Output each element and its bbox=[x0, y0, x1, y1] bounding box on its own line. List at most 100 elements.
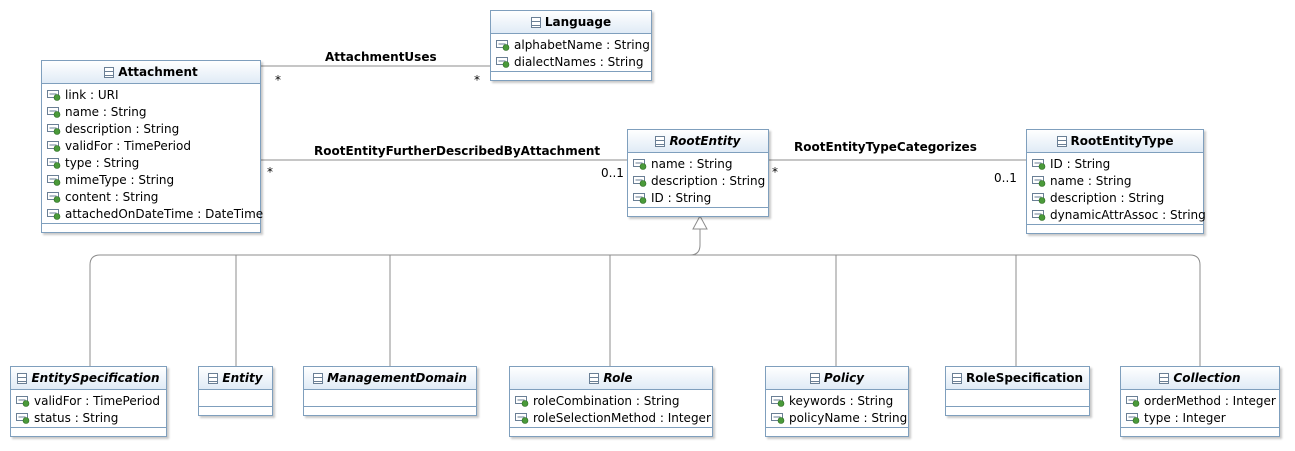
attribute-row[interactable]: attachedOnDateTime : DateTime bbox=[47, 205, 264, 222]
class-role-specification[interactable]: RoleSpecification bbox=[945, 366, 1090, 416]
class-name: RootEntity bbox=[669, 134, 741, 148]
attribute-icon bbox=[16, 412, 30, 424]
attribute-text: alphabetName : String bbox=[514, 37, 650, 52]
attribute-row[interactable]: dialectNames : String bbox=[496, 53, 651, 70]
attribute-icon bbox=[1126, 412, 1140, 424]
attribute-text: mimeType : String bbox=[65, 172, 175, 187]
operation-compartment bbox=[946, 407, 1089, 415]
attribute-row[interactable]: policyName : String bbox=[771, 409, 908, 426]
operation-compartment bbox=[510, 428, 712, 436]
attribute-row[interactable]: status : String bbox=[16, 409, 166, 426]
class-icon bbox=[17, 372, 28, 384]
attribute-text: roleCombination : String bbox=[533, 393, 680, 408]
class-header: RoleSpecification bbox=[946, 367, 1089, 390]
attribute-icon bbox=[1032, 209, 1046, 221]
attribute-row[interactable]: description : String bbox=[47, 120, 260, 137]
class-header: Collection bbox=[1121, 367, 1279, 390]
attribute-row[interactable]: mimeType : String bbox=[47, 171, 260, 188]
class-name: Language bbox=[544, 15, 612, 29]
class-language[interactable]: Language alphabetName : String dialectName… bbox=[490, 10, 652, 81]
class-header: ManagementDomain bbox=[304, 367, 476, 390]
class-name: Policy bbox=[823, 371, 865, 385]
attribute-icon bbox=[1126, 395, 1140, 407]
class-header: EntitySpecification bbox=[11, 367, 166, 390]
class-name: RootEntityType bbox=[1070, 134, 1174, 148]
attribute-text: attachedOnDateTime : DateTime bbox=[65, 206, 264, 221]
attribute-row[interactable]: content : String bbox=[47, 188, 260, 205]
attribute-text: roleSelectionMethod : Integer bbox=[533, 410, 711, 425]
attribute-row[interactable]: type : String bbox=[47, 154, 260, 171]
class-name: Entity bbox=[222, 371, 263, 385]
operation-compartment bbox=[491, 72, 651, 80]
attribute-icon bbox=[1032, 175, 1046, 187]
attribute-row[interactable]: roleSelectionMethod : Integer bbox=[515, 409, 712, 426]
attribute-compartment bbox=[304, 390, 476, 407]
attribute-row[interactable]: roleCombination : String bbox=[515, 392, 712, 409]
class-icon bbox=[1159, 372, 1170, 384]
class-name: Attachment bbox=[118, 65, 198, 79]
attribute-icon bbox=[771, 395, 785, 407]
class-name: Collection bbox=[1173, 371, 1241, 385]
attribute-text: dialectNames : String bbox=[514, 54, 644, 69]
class-entity[interactable]: Entity bbox=[198, 366, 273, 416]
attribute-icon bbox=[47, 89, 61, 101]
attribute-row[interactable]: ID : String bbox=[633, 189, 768, 206]
attribute-row[interactable]: name : String bbox=[47, 103, 260, 120]
attribute-text: description : String bbox=[65, 121, 180, 136]
attribute-row[interactable]: orderMethod : Integer bbox=[1126, 392, 1279, 409]
operation-compartment bbox=[11, 428, 166, 436]
attribute-row[interactable]: description : String bbox=[633, 172, 768, 189]
attribute-row[interactable]: validFor : TimePeriod bbox=[16, 392, 166, 409]
attribute-icon bbox=[47, 157, 61, 169]
class-icon bbox=[208, 372, 219, 384]
attribute-row[interactable]: type : Integer bbox=[1126, 409, 1279, 426]
attribute-row[interactable]: link : URI bbox=[47, 86, 260, 103]
operation-compartment bbox=[766, 428, 908, 436]
attribute-icon bbox=[771, 412, 785, 424]
attribute-text: validFor : TimePeriod bbox=[34, 393, 160, 408]
attribute-text: content : String bbox=[65, 189, 159, 204]
attribute-text: name : String bbox=[651, 156, 733, 171]
attribute-icon bbox=[1032, 192, 1046, 204]
attribute-text: ID : String bbox=[1050, 156, 1111, 171]
class-name: Role bbox=[603, 371, 633, 385]
attribute-row[interactable]: ID : String bbox=[1032, 155, 1203, 172]
operation-compartment bbox=[1027, 225, 1203, 233]
attribute-text: description : String bbox=[1050, 190, 1165, 205]
class-role[interactable]: Role roleCombination : String roleSelectio… bbox=[509, 366, 713, 437]
attribute-icon bbox=[16, 395, 30, 407]
attribute-row[interactable]: dynamicAttrAssoc : String bbox=[1032, 206, 1206, 223]
multiplicity-type-categorizes-target: 0..1 bbox=[994, 171, 1017, 185]
class-icon bbox=[655, 135, 666, 147]
attribute-text: name : String bbox=[65, 104, 147, 119]
class-header: RootEntity bbox=[628, 130, 768, 153]
attribute-row[interactable]: description : String bbox=[1032, 189, 1203, 206]
class-management-domain[interactable]: ManagementDomain bbox=[303, 366, 477, 416]
attribute-text: ID : String bbox=[651, 190, 712, 205]
class-header: Language bbox=[491, 11, 651, 34]
attribute-row[interactable]: validFor : TimePeriod bbox=[47, 137, 260, 154]
attribute-row[interactable]: alphabetName : String bbox=[496, 36, 651, 53]
class-icon bbox=[951, 372, 962, 384]
class-header: Attachment bbox=[42, 61, 260, 84]
class-icon bbox=[104, 66, 115, 78]
attribute-text: validFor : TimePeriod bbox=[65, 138, 191, 153]
operation-compartment bbox=[628, 208, 768, 216]
attribute-row[interactable]: keywords : String bbox=[771, 392, 908, 409]
class-header: RootEntityType bbox=[1027, 130, 1203, 153]
attribute-row[interactable]: name : String bbox=[1032, 172, 1203, 189]
association-name-attachment-uses: AttachmentUses bbox=[325, 50, 437, 64]
attribute-text: orderMethod : Integer bbox=[1144, 393, 1276, 408]
attribute-row[interactable]: name : String bbox=[633, 155, 768, 172]
